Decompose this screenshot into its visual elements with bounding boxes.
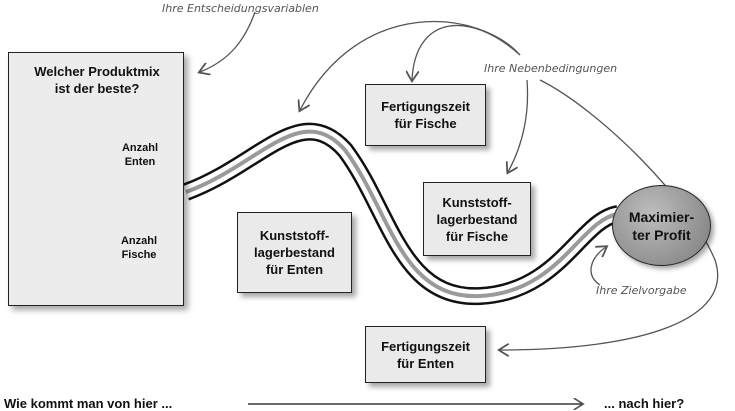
goal-max-profit: Maximier- ter Profit <box>612 185 711 266</box>
path-road <box>182 122 621 306</box>
box-time-ducks: Fertigungszeit für Enten <box>365 326 486 383</box>
annotation-decision-variables: Ihre Entscheidungsvariablen <box>162 2 319 15</box>
box-plastic-ducks: Kunststoff- lagerbestand für Enten <box>237 212 352 293</box>
footer-right: ... nach hier? <box>604 396 685 411</box>
arrow-objective <box>590 247 606 286</box>
panel-title: Welcher Produktmix ist der beste? <box>34 64 160 96</box>
arrow-to-plastic-fish <box>508 79 529 172</box>
annotation-constraints: Ihre Nebenbedingungen <box>484 62 618 75</box>
box-time-fish: Fertigungszeit für Fische <box>365 84 486 146</box>
fish-count-label: Anzahl Fische <box>120 235 158 261</box>
box-plastic-fish: Kunststoff- lagerbestand für Fische <box>423 182 531 256</box>
annotation-objective: Ihre Zielvorgabe <box>596 284 687 297</box>
arrow-to-panel-border <box>300 20 521 110</box>
duck-count-label: Anzahl Enten <box>121 142 159 168</box>
footer-left: Wie kommt man von hier ... <box>4 396 173 411</box>
arrow-to-time-ducks <box>500 79 719 350</box>
product-mix-panel: Welcher Produktmix ist der beste? <box>8 52 184 306</box>
arrow-decision-variables <box>200 11 256 72</box>
arrow-to-time-fish <box>412 24 521 80</box>
